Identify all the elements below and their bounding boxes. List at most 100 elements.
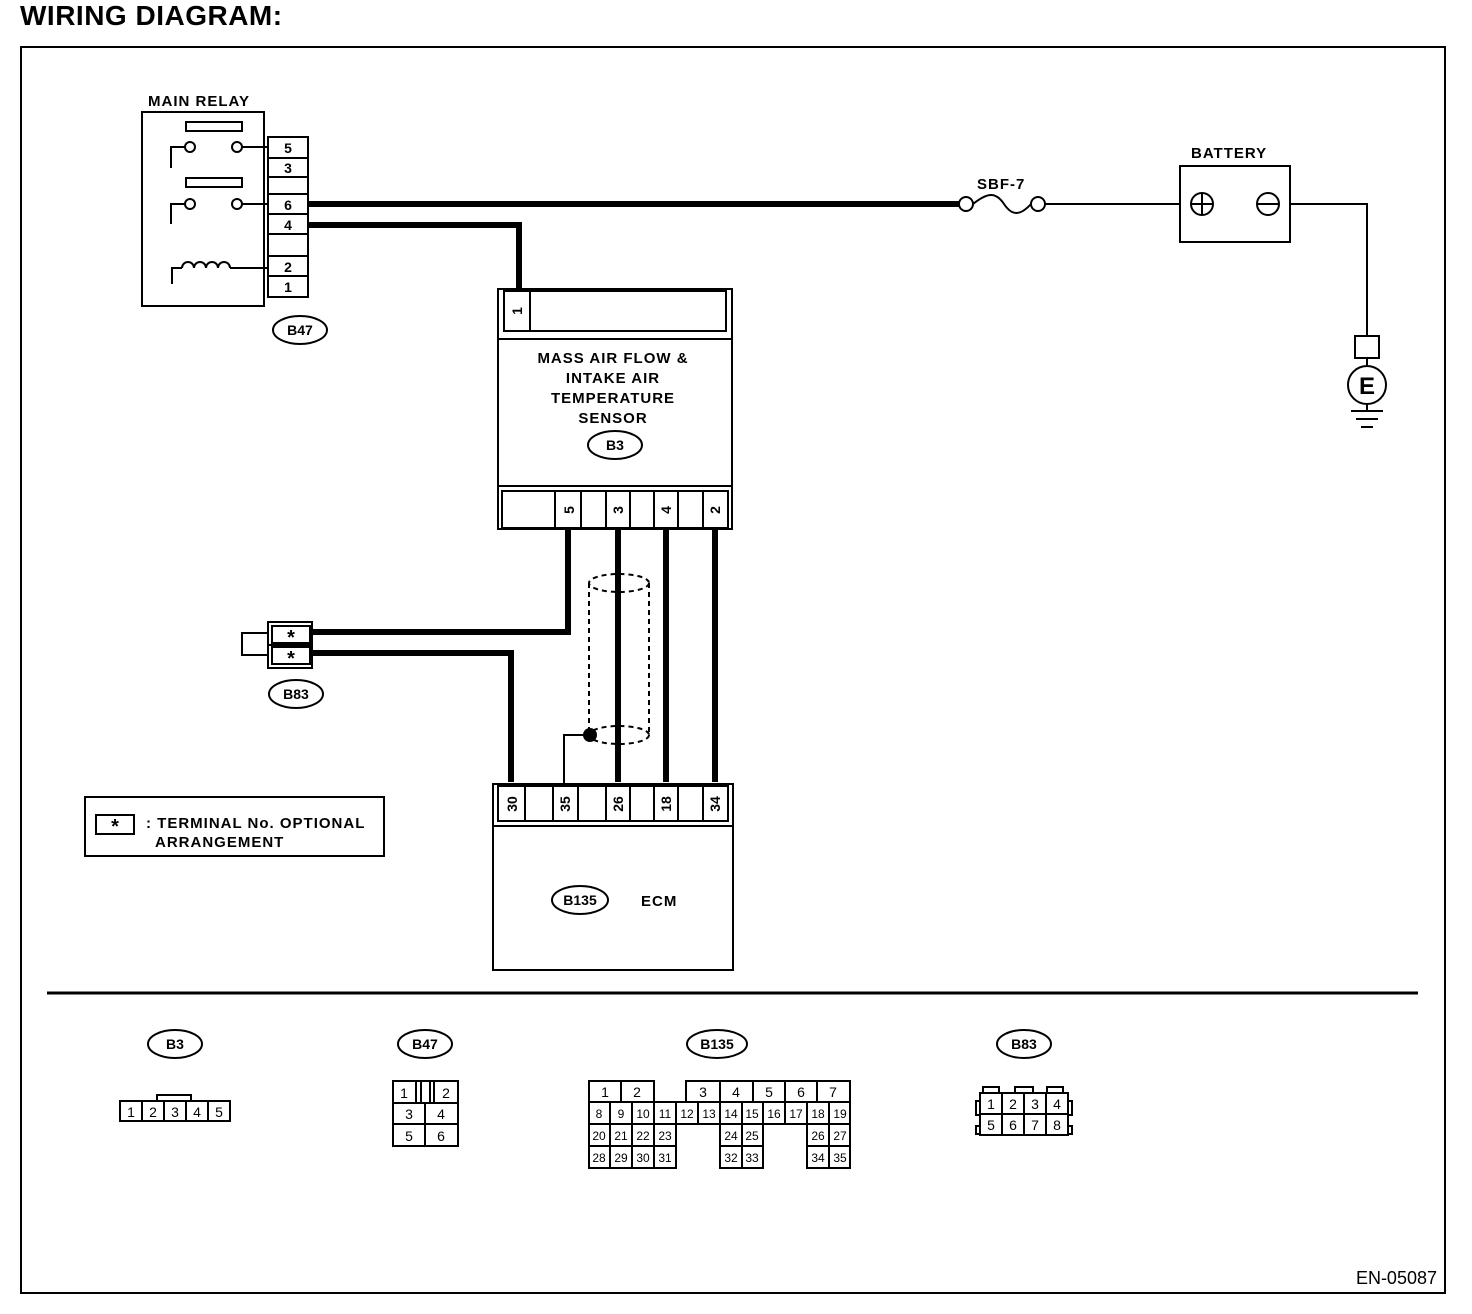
sensor-top-pin: 1: [509, 307, 525, 315]
b135-cell: 34: [811, 1151, 825, 1165]
wires: [308, 201, 961, 782]
b47-cell: 5: [405, 1128, 413, 1144]
b135-cell: 32: [724, 1151, 738, 1165]
b3-view-label: B3: [166, 1036, 184, 1052]
battery: BATTERY: [1179, 145, 1368, 336]
ecm-pin-35: 35: [557, 796, 573, 812]
fuse-sbf7: SBF-7: [958, 176, 1180, 214]
sensor-pin-3: 3: [610, 506, 626, 514]
legend-symbol: *: [111, 816, 119, 838]
relay-pin-1: 1: [284, 279, 292, 295]
b135-cell: 4: [732, 1084, 740, 1100]
sensor-label-line-3: TEMPERATURE: [551, 390, 675, 407]
b135-cell: 15: [745, 1107, 759, 1121]
b135-cell: 21: [614, 1129, 628, 1143]
b83-cell: 4: [1053, 1096, 1061, 1112]
b47-cell: 6: [437, 1128, 445, 1144]
relay-pin-3: 3: [284, 160, 292, 176]
b83-view-label: B83: [1011, 1036, 1037, 1052]
fuse-label: SBF-7: [977, 176, 1025, 193]
b135-cell: 23: [658, 1129, 672, 1143]
relay-pin-2: 2: [284, 259, 292, 275]
b83-cell: 3: [1031, 1096, 1039, 1112]
b135-cell: 31: [658, 1151, 672, 1165]
ground-label: E: [1359, 373, 1375, 400]
b3-cell: 1: [127, 1104, 135, 1120]
b135-cell: 10: [636, 1107, 650, 1121]
ecm-pin-26: 26: [610, 796, 626, 812]
b3-cell: 2: [149, 1104, 157, 1120]
main-relay-label: MAIN RELAY: [148, 93, 250, 110]
ecm-pin-34: 34: [707, 796, 723, 812]
b135-cell: 30: [636, 1151, 650, 1165]
connector-view-b3: B3 1 2 3 4 5: [119, 1029, 231, 1122]
mass-air-flow-sensor: 1 MASS AIR FLOW & INTAKE AIR TEMPERATURE…: [497, 288, 733, 530]
b135-cell: 26: [811, 1129, 825, 1143]
page-title: WIRING DIAGRAM:: [20, 0, 283, 31]
relay-pin-5: 5: [284, 140, 292, 156]
sensor-label-line-2: INTAKE AIR: [566, 370, 660, 387]
b135-cell: 2: [633, 1084, 641, 1100]
connector-view-b47: B47 1 2 3 4 5 6: [392, 1029, 459, 1147]
b3-cell: 5: [215, 1104, 223, 1120]
b135-cell: 20: [592, 1129, 606, 1143]
document-code: EN-05087: [1356, 1268, 1437, 1288]
b135-cell: 29: [614, 1151, 628, 1165]
b47-cell: 1: [400, 1085, 408, 1101]
b83-cell: 7: [1031, 1117, 1039, 1133]
relay-pin-4: 4: [284, 217, 292, 233]
b135-cell: 22: [636, 1129, 650, 1143]
ecm-connector-tag: B135: [563, 892, 597, 908]
legend-line-1: : TERMINAL No. OPTIONAL: [146, 815, 365, 832]
b135-cell: 18: [811, 1107, 825, 1121]
sensor-connector-tag: B3: [606, 437, 624, 453]
b135-cell: 35: [833, 1151, 847, 1165]
b47-cell: 4: [437, 1106, 445, 1122]
b135-cell: 33: [745, 1151, 759, 1165]
ground: E: [1347, 335, 1387, 428]
b135-cell: 16: [767, 1107, 781, 1121]
b135-cell: 28: [592, 1151, 606, 1165]
ecm-pin-30: 30: [504, 796, 520, 812]
b135-cell: 13: [702, 1107, 716, 1121]
b83-pin-star-1: *: [287, 627, 295, 649]
b3-cell: 3: [171, 1104, 179, 1120]
sensor-pin-5: 5: [561, 506, 577, 514]
b135-cell: 19: [833, 1107, 847, 1121]
ecm: 30 35 26 18 34 B135 ECM: [492, 783, 734, 971]
b3-cell: 4: [193, 1104, 201, 1120]
b135-cell: 5: [765, 1084, 773, 1100]
b83-cell: 2: [1009, 1096, 1017, 1112]
b83-cell: 6: [1009, 1117, 1017, 1133]
relay-connector-tag: B47: [287, 322, 313, 338]
connector-view-b83: B83 1 2 3 4 5 6 7 8: [975, 1029, 1073, 1136]
b47-cell: 2: [442, 1085, 450, 1101]
b47-cell: 3: [405, 1106, 413, 1122]
b83-cell: 8: [1053, 1117, 1061, 1133]
b47-view-label: B47: [412, 1036, 438, 1052]
connector-view-b135: B135 1 2 3 4 5 6 7 8 9 10 11 12 13 14: [588, 1029, 851, 1169]
b135-cell: 3: [699, 1084, 707, 1100]
ecm-label: ECM: [641, 893, 677, 910]
b83-pin-star-2: *: [287, 648, 295, 670]
b135-cell: 7: [829, 1084, 837, 1100]
relay-pin-6: 6: [284, 197, 292, 213]
b135-cell: 25: [745, 1129, 759, 1143]
b135-cell: 8: [596, 1107, 603, 1121]
b135-view-label: B135: [700, 1036, 734, 1052]
battery-label: BATTERY: [1191, 145, 1267, 162]
legend: * : TERMINAL No. OPTIONAL ARRANGEMENT: [84, 796, 385, 857]
b135-cell: 12: [680, 1107, 694, 1121]
legend-line-2: ARRANGEMENT: [155, 834, 284, 851]
diagram-frame: [20, 46, 1446, 1294]
b135-cell: 17: [789, 1107, 803, 1121]
main-relay: MAIN RELAY 5 3 6 4 2 1 B47: [141, 93, 328, 345]
shielded-cable: [563, 573, 650, 786]
b135-cell: 24: [724, 1129, 738, 1143]
b135-cell: 11: [659, 1107, 672, 1121]
b83-connector-tag: B83: [283, 686, 309, 702]
b135-cell: 1: [601, 1084, 609, 1100]
ecm-pin-18: 18: [658, 796, 674, 812]
sensor-label-line-1: MASS AIR FLOW &: [537, 350, 688, 367]
